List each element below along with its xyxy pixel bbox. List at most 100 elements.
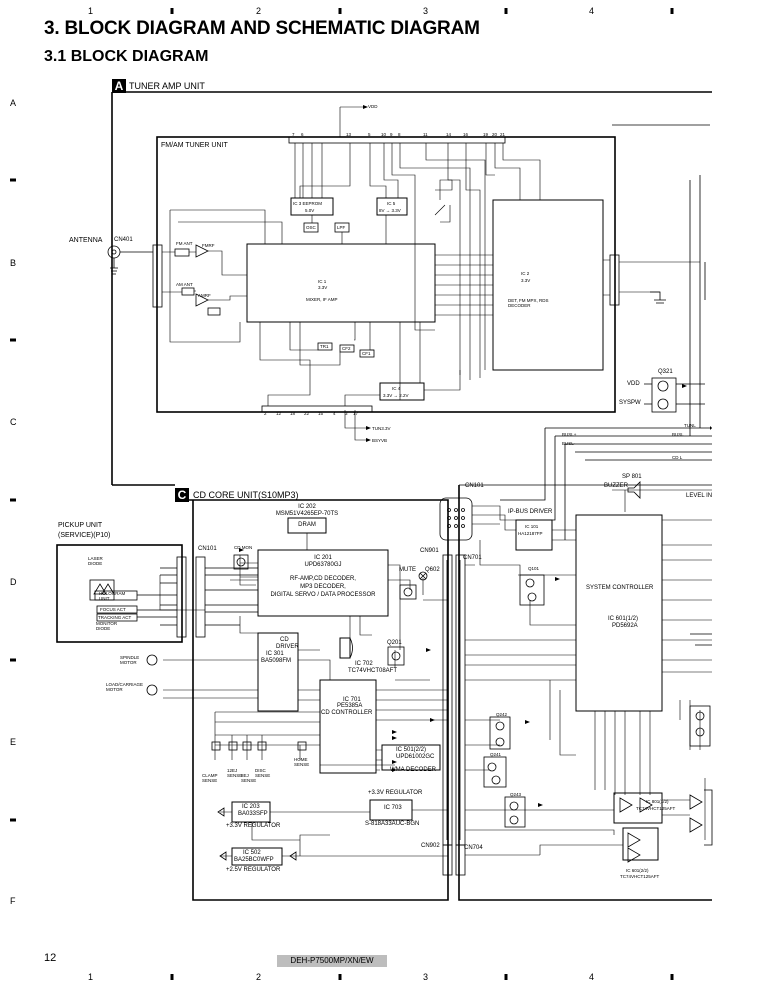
system-controller-label: SYSTEM CONTROLLER — [586, 585, 654, 591]
ic203-label: IC 203 — [242, 804, 260, 810]
busl-minus-label: BUSL- — [562, 441, 576, 446]
amant-label: AM ANT — [176, 282, 193, 287]
ic501-label: IC 501(2/2) — [396, 747, 427, 753]
bottom-pin-4: 22 — [304, 411, 310, 416]
section-a-title: TUNER AMP UNIT — [129, 81, 205, 91]
top-pin-13: 21 — [500, 132, 506, 137]
q101-label: Q101 — [528, 566, 540, 571]
cdl-label: CD L — [672, 455, 683, 460]
busl-plus-label: BUSL+ — [562, 432, 577, 437]
cf2-label: CF2 — [342, 346, 351, 351]
osc-label: OSC — [306, 225, 316, 230]
level-in-label: LEVEL IN — [686, 493, 713, 499]
grid-col-4: 4 — [589, 6, 595, 16]
cn401-label: CN401 — [114, 237, 133, 243]
bottom-pin-3: 18 — [290, 411, 296, 416]
q-cd-mon: CD MON — [234, 545, 253, 550]
ic202-label: IC 202 — [298, 504, 316, 510]
ic3-label: IC 3 EEPROM — [293, 201, 323, 206]
bottom-pin-2: 12 — [276, 411, 282, 416]
grid-row-a: A — [10, 98, 17, 108]
top-pin-3: 13 — [346, 132, 352, 137]
cn902-label: CN902 — [421, 843, 440, 849]
bottom-pin-1: 2 — [264, 411, 267, 416]
ic703-part: S-818A33AUC-BGN — [365, 821, 420, 827]
grid-row-c: C — [10, 417, 17, 427]
ic601-part: PD5692A — [612, 623, 638, 629]
amrf-label: AMRF — [198, 293, 211, 298]
grid-col-4-bottom: 4 — [589, 972, 595, 982]
grid-row-b: B — [10, 258, 17, 268]
tr1-label: TR1 — [320, 344, 329, 349]
ic501-desc: WMA DECODER — [390, 767, 437, 773]
grid-row-e: E — [10, 737, 17, 747]
focus-act-label: FOCUS ACT — [100, 607, 126, 612]
ic5-voltage: 8V → 3.3V — [379, 208, 401, 213]
ic301-cd: CD — [280, 637, 289, 643]
buzzer-label: BUZZER — [604, 483, 628, 489]
top-pin-8: 11 — [423, 132, 428, 137]
section-c-badge: C — [175, 488, 189, 502]
antenna-label: ANTENNA — [69, 237, 103, 244]
ic3-voltage: 5.0V — [305, 208, 315, 213]
ic601-label: IC 601(1/2) — [608, 616, 639, 622]
disc-sense-label: DISC SENSE — [255, 768, 271, 778]
ic502-part: BA25BC0WFP — [234, 857, 274, 863]
q201-label: Q201 — [387, 640, 402, 646]
grid-col-1-bottom: 1 — [88, 972, 94, 982]
q321-label: Q321 — [658, 369, 673, 375]
ic1-voltage: 3.3V — [318, 285, 328, 290]
laser-diode-label: LASER DIODE — [88, 556, 103, 566]
ic1-label: IC 1 — [318, 279, 327, 284]
ic4-voltage: 3.3V → 2.2V — [383, 393, 409, 398]
cn704-label: CN704 — [464, 845, 483, 851]
ic701-part: PE5385A — [337, 703, 363, 709]
grid-col-2: 2 — [256, 6, 262, 16]
ic301-num: IC 301 — [266, 651, 284, 657]
q321-vdd: VDD — [627, 381, 640, 387]
ic801-part: TC74VHCT125AFT — [636, 806, 676, 811]
ic701-desc: CD CONTROLLER — [321, 710, 373, 716]
top-pin-4: 5 — [368, 132, 371, 137]
ic502-desc: +2.5V REGULATOR — [226, 867, 281, 873]
cd-cn101-label: CN101 — [198, 546, 217, 552]
top-pin-9: 14 — [446, 132, 452, 137]
grid-col-3: 3 — [423, 6, 429, 16]
home-sense-label: HOME SENSE — [294, 757, 310, 767]
top-pin-5: 10 — [381, 132, 387, 137]
q243-label: Q243 — [510, 792, 522, 797]
ic702-part: TC74VHCT08AFT — [348, 668, 398, 674]
vdd-top: VDD — [368, 104, 378, 109]
spindle-motor-label: SPINDLE MOTOR — [120, 655, 140, 665]
top-pin-2: 6 — [301, 132, 304, 137]
bottom-pin-6: 4 — [333, 411, 336, 416]
bottom-pin-5: 15 — [318, 411, 324, 416]
top-pin-6: 9 — [390, 132, 393, 137]
grid-col-1: 1 — [88, 6, 94, 16]
tracking-act-label: TRACKING ACT — [98, 615, 132, 620]
ic1-desc: MIXER, IF AMP — [306, 297, 338, 302]
q242-label: Q242 — [496, 712, 508, 717]
grid-row-d: D — [10, 577, 17, 587]
ic502-label: IC 502 — [243, 850, 261, 856]
busl-label: BUSL — [672, 432, 684, 437]
top-pin-7: 8 — [398, 132, 401, 137]
fmant-label: FM ANT — [176, 241, 193, 246]
tun33v-label: TUN3.3V — [372, 426, 391, 431]
page-subtitle: 3.1 BLOCK DIAGRAM — [44, 48, 209, 65]
clamp-sense-label: CLAMP SENSE — [202, 773, 218, 783]
section-c-title: CD CORE UNIT(S10MP3) — [193, 490, 299, 500]
top-pin-11: 19 — [483, 132, 489, 137]
ic101-part: HA12187FP — [518, 531, 543, 536]
q321-syspw: SYSPW — [619, 400, 641, 406]
top-pin-10: 16 — [463, 132, 469, 137]
ic301-part: BA5098FM — [261, 658, 292, 664]
fm-am-unit-title: FM/AM TUNER UNIT — [161, 142, 228, 149]
ic201-desc1: RF-AMP,CD DECODER, — [290, 576, 356, 582]
grid-col-2-bottom: 2 — [256, 972, 262, 982]
q602-label: Q602 — [425, 567, 440, 573]
ic201-label: IC 201 — [314, 555, 332, 561]
ic2-label: IC 2 — [521, 271, 530, 276]
hologram-label: HOLOGRAM UNIT — [99, 591, 126, 601]
